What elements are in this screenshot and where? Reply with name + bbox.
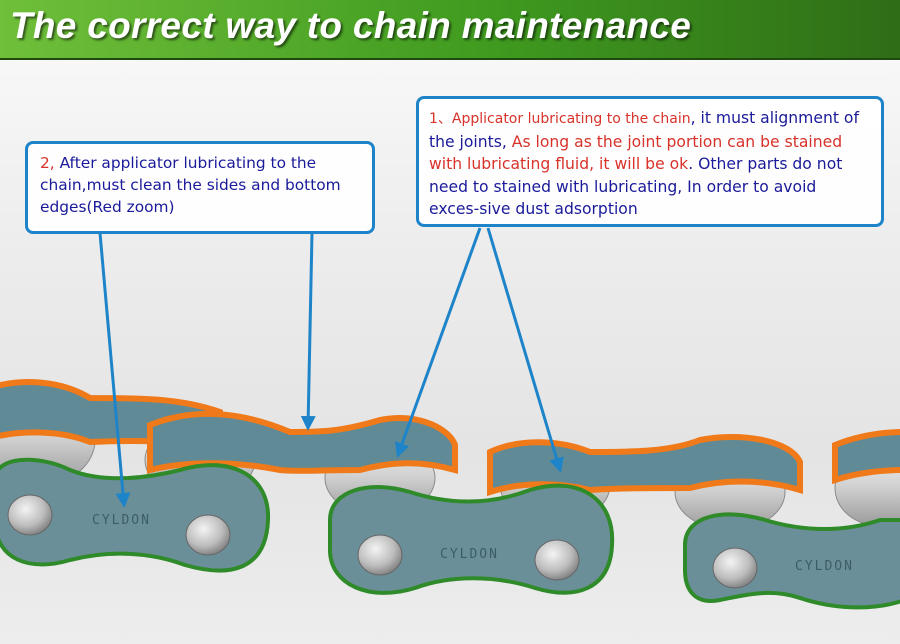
callout-lubricate-joints-text: 1、Applicator lubricating to the chain, i… [429,107,871,221]
back-link-plates [0,379,900,497]
arrow-to-joint-1 [395,227,482,458]
brand-stamp-1: CYLDON [92,513,151,528]
brand-stamp-2: CYLDON [440,547,499,562]
callout-part-3: As long as the joint portion can be stai… [429,132,843,174]
callout-step-text: After applicator lubricating to the chai… [40,154,341,216]
page-title: The correct way to chain maintenance [10,5,692,46]
arrow-to-front-plate [98,232,131,508]
callout-part-1: 1、Applicator lubricating to the chain [429,111,691,127]
callout-clean-sides-text: 2, After applicator lubricating to the c… [40,152,360,218]
chain-pins [7,494,758,589]
callout-step-number: 2, [40,154,55,172]
callout-lubricate-joints: 1、Applicator lubricating to the chain, i… [416,96,884,227]
callout-part-2: , it must alignment of the joints, [429,109,859,151]
callout-arrows [98,227,564,508]
brand-stamp-3: CYLDON [795,559,854,574]
callout-clean-sides: 2, After applicator lubricating to the c… [25,141,375,234]
callout-part-4: . Other parts do not need to stained wit… [429,155,843,218]
arrow-to-back-plate [300,232,316,431]
title-banner: The correct way to chain maintenance [0,0,900,60]
arrow-to-joint-2 [486,227,564,473]
